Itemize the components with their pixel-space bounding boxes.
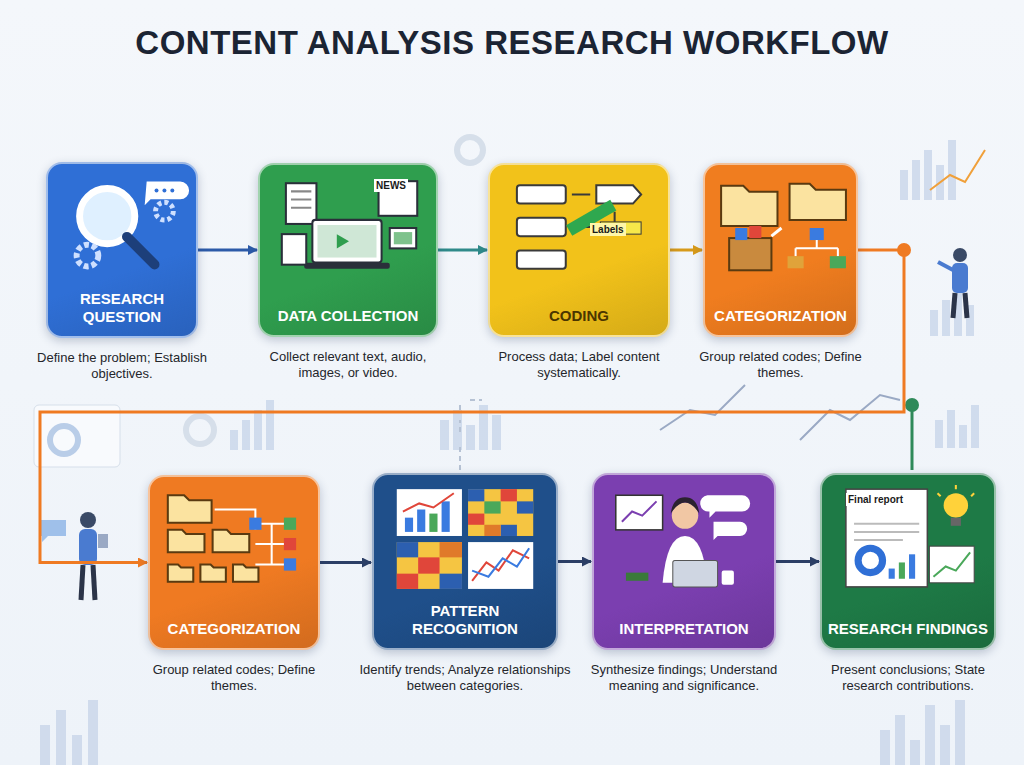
icon-label: NEWS	[374, 179, 408, 192]
step-heading: RESEARCH QUESTION	[54, 290, 190, 326]
step-heading: DATA COLLECTION	[266, 307, 430, 325]
process-box: DATA COLLECTION NEWS	[258, 163, 438, 337]
magnifier-icon	[48, 170, 196, 282]
process-box: CODING Labels	[488, 163, 670, 337]
step-description: Group related codes; Define themes.	[134, 662, 334, 694]
process-box: CATEGORIZATION	[148, 475, 320, 650]
process-box: RESEARCH QUESTION	[46, 162, 198, 338]
process-box: RESEARCH FINDINGS Final report	[820, 473, 996, 650]
process-box: CATEGORIZATION	[703, 163, 858, 337]
folders-icon	[705, 171, 856, 283]
step-heading: RESEARCH FINDINGS	[828, 620, 988, 638]
flow-arrow	[438, 249, 487, 252]
step-description: Present conclusions; State research cont…	[808, 662, 1008, 694]
flow-arrow	[670, 249, 702, 252]
hierarchy-icon	[150, 483, 318, 595]
step-description: Collect relevant text, audio, images, or…	[248, 349, 448, 381]
charts-icon	[374, 481, 556, 593]
process-box: PATTERN RECOGNITION	[372, 473, 558, 650]
step-description: Group related codes; Define themes.	[691, 349, 871, 381]
step-heading: INTERPRETATION	[600, 620, 768, 638]
step-heading: CATEGORIZATION	[156, 620, 312, 638]
researcher-icon	[594, 481, 774, 593]
step-heading: CATEGORIZATION	[711, 307, 850, 325]
flow-arrow	[320, 561, 371, 564]
labels-icon	[490, 171, 668, 283]
documents-icon	[260, 171, 436, 283]
step-heading: PATTERN RECOGNITION	[380, 602, 550, 638]
flow-arrow	[198, 249, 257, 252]
process-box: INTERPRETATION	[592, 473, 776, 650]
step-description: Identify trends; Analyze relationships b…	[345, 662, 585, 694]
flow-arrow	[558, 560, 591, 563]
diagram-title: CONTENT ANALYSIS RESEARCH WORKFLOW	[0, 24, 1024, 62]
step-description: Define the problem; Establish objectives…	[22, 350, 222, 382]
flow-arrow	[776, 560, 819, 563]
step-description: Synthesize findings; Understand meaning …	[579, 662, 789, 694]
icon-label: Final report	[846, 493, 905, 506]
icon-label: Labels	[590, 223, 626, 236]
step-heading: CODING	[496, 307, 662, 325]
step-description: Process data; Label content systematical…	[479, 349, 679, 381]
